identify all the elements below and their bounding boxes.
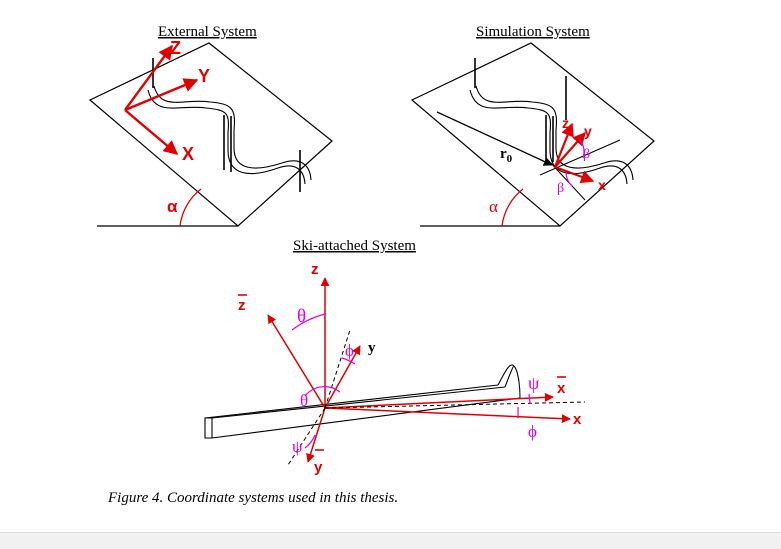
ski-z-label: z: [311, 261, 319, 278]
slope-plane: [88, 42, 333, 227]
ski-system-title: Ski-attached System: [293, 238, 416, 254]
ski-track: [469, 85, 634, 185]
beta-reference-line: [539, 139, 621, 176]
viewer-bottom-bar: [0, 532, 781, 549]
theta-label-lower: θ: [300, 391, 308, 410]
ski-attached-system-panel: Ski-attached System: [204, 238, 586, 476]
alpha-arc: [501, 188, 524, 227]
ski-ybar-label: y: [314, 459, 323, 476]
ski-angle-arcs: [291, 313, 531, 449]
external-y-label: Y: [198, 66, 210, 86]
external-axes: [124, 44, 199, 155]
external-system-panel: External System α Z Y X: [88, 24, 333, 227]
simulation-axes: [553, 122, 595, 184]
ski-dashed-lines: [287, 329, 586, 466]
alpha-label: α: [489, 197, 498, 216]
alpha-arc: [179, 188, 202, 227]
external-system-title: External System: [158, 24, 257, 40]
psi-label-right: ψ: [528, 373, 540, 393]
beta-label-lower: β: [557, 181, 564, 196]
beta-arc-lower: [565, 171, 573, 187]
simulation-z-label: z: [562, 115, 569, 131]
alpha-label: α: [167, 197, 178, 216]
figure-caption: Figure 4. Coordinate systems used in thi…: [108, 490, 399, 506]
r0-vector: [436, 111, 553, 166]
simulation-y-label: y: [584, 123, 592, 139]
ski-track: [147, 85, 312, 185]
psi-label-left: ψ: [292, 437, 303, 456]
slope-plane: [410, 42, 655, 227]
ski-zbar-label: z: [238, 297, 246, 314]
phi-label-lower: ϕ: [528, 422, 537, 441]
gate-poles: [474, 58, 567, 162]
r0-label-sub: 0: [507, 153, 513, 165]
ski-x-label: x: [573, 411, 582, 428]
ski-y-label: y: [368, 340, 376, 356]
theta-label-upper: θ: [297, 306, 306, 327]
simulation-system-title: Simulation System: [476, 24, 590, 40]
ski-xbar-label: x: [557, 380, 566, 397]
phi-label-upper: ϕ: [345, 341, 354, 360]
r0-label-main: r: [500, 146, 507, 162]
external-x-label: X: [182, 144, 194, 164]
external-z-label: Z: [170, 38, 181, 58]
simulation-system-panel: Simulation System α r0 z y x: [410, 24, 655, 227]
beta-arc-upper: [579, 139, 585, 159]
ski-global-axes: [267, 277, 571, 463]
simulation-x-label: x: [598, 177, 606, 193]
beta-label-upper: β: [583, 147, 590, 162]
r0-label: r0: [500, 146, 513, 165]
